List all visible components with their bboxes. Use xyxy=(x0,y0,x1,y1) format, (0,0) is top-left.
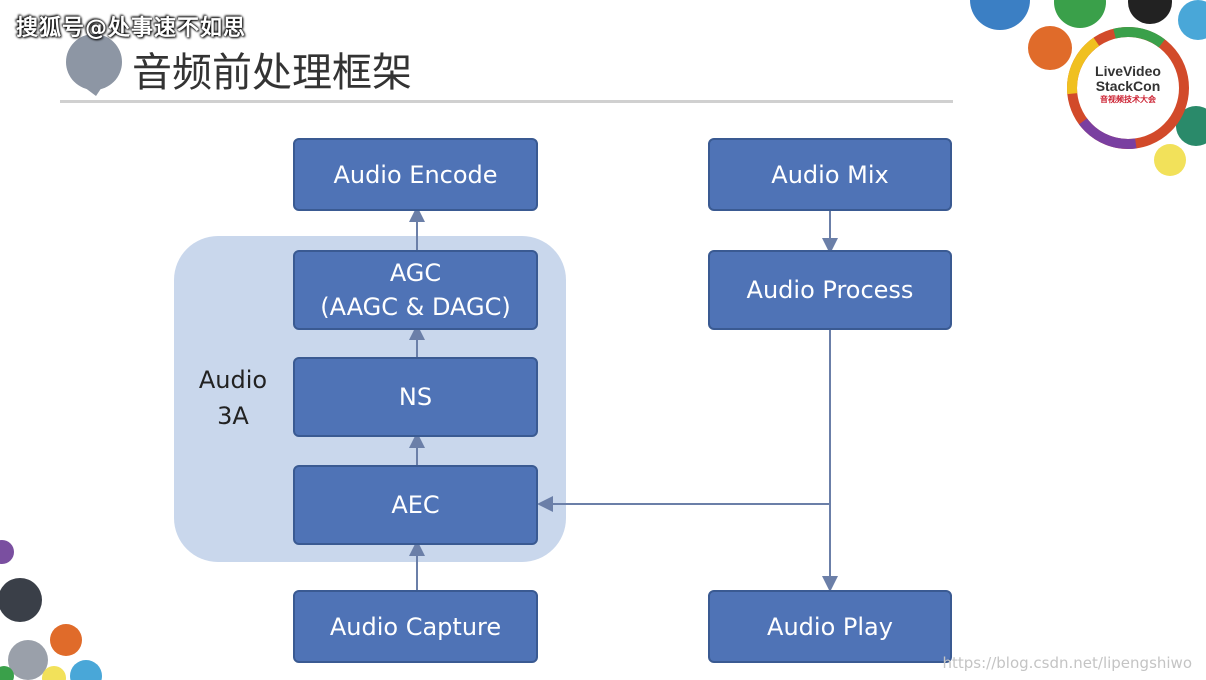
audio-play-box: Audio Play xyxy=(708,590,952,663)
agc-subtitle: (AAGC & DAGC) xyxy=(320,293,511,321)
logo-line3: 音视频技术大会 xyxy=(1100,95,1156,104)
title-divider xyxy=(60,100,953,103)
livevideo-logo: LiveVideo StackCon 音视频技术大会 xyxy=(1078,64,1178,105)
agc-box: AGC (AAGC & DAGC) xyxy=(293,250,538,330)
audio-process-box: Audio Process xyxy=(708,250,952,330)
logo-line1: LiveVideo xyxy=(1095,63,1161,79)
watermark-top: 搜狐号@处事速不如思 xyxy=(16,16,247,41)
logo-line2: StackCon xyxy=(1095,78,1161,94)
ns-box: NS xyxy=(293,357,538,437)
audio-encode-box: Audio Encode xyxy=(293,138,538,211)
audio-capture-box: Audio Capture xyxy=(293,590,538,663)
agc-title: AGC xyxy=(389,259,442,287)
watermark-bottom: https://blog.csdn.net/lipengshiwo xyxy=(942,654,1193,672)
slide-title: 音频前处理框架 xyxy=(132,50,412,96)
aec-box: AEC xyxy=(293,465,538,545)
audio-mix-box: Audio Mix xyxy=(708,138,952,211)
